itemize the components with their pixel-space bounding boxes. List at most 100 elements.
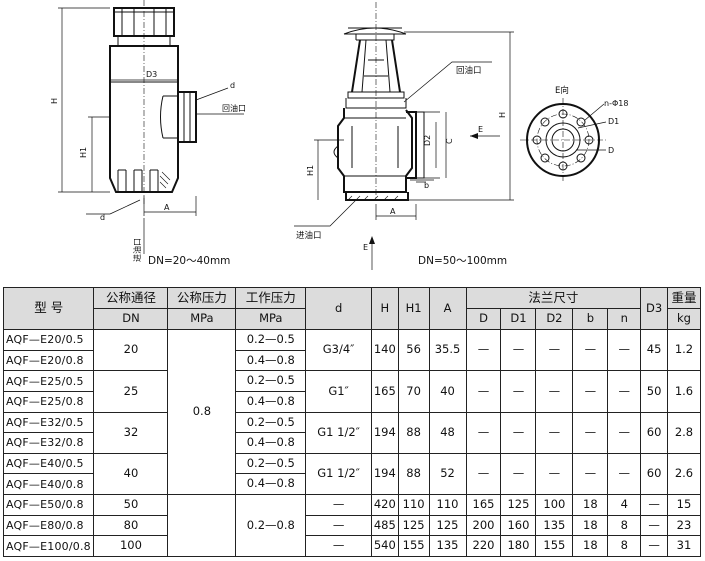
- h-cell: 485: [370, 514, 399, 537]
- model-cell: AQF—E40/0.8: [2, 473, 95, 495]
- d-cell: G1 1/2″: [305, 452, 372, 496]
- fl-n-cell: 4: [607, 494, 642, 516]
- h1-cell: 125: [397, 514, 430, 537]
- label-a-left: A: [164, 203, 170, 212]
- label-inlet-left: 进油口: [132, 238, 142, 262]
- d3-cell: 50: [640, 370, 668, 413]
- caption-left: DN=20～40mm: [148, 255, 230, 267]
- header-flange: 法兰尺寸: [465, 287, 642, 309]
- spec-table: 型 号 公称通径 公称压力 工作压力 d H H1 A 法兰尺寸 D3 重量 D…: [2, 287, 702, 557]
- technical-drawings: H H1 D3 d 回油口 A d 进油口 DN=20～40mm: [50, 0, 628, 270]
- weight-cell: 2.8: [666, 411, 702, 454]
- fl-d-cell: —: [465, 370, 502, 413]
- h1-cell: 70: [397, 370, 430, 413]
- fl-d2-cell: —: [535, 411, 574, 454]
- label-d-bottom: d: [100, 213, 105, 222]
- wp-cell: 0.2—0.5: [235, 329, 307, 351]
- fl-n-cell: —: [607, 328, 642, 372]
- model-cell: AQF—E25/0.8: [2, 390, 95, 413]
- h1-cell: 88: [397, 411, 430, 454]
- dn-cell: 20: [93, 328, 169, 372]
- a-cell: 52: [428, 452, 467, 496]
- header-row-1: 型 号 公称通径 公称压力 工作压力 d H H1 A 法兰尺寸 D3 重量: [2, 287, 702, 330]
- table-row: AQF—E20/0.5 20 0.8 0.2—0.5 G3/4″ 140 56 …: [2, 328, 702, 495]
- table-row: AQF—E40/0.8 0.4—0.8: [2, 473, 701, 495]
- wp-cell: 0.4—0.8: [235, 432, 307, 454]
- dn-cell: 100: [93, 535, 169, 557]
- weight-cell: 15: [666, 494, 702, 516]
- label-h1-right: H1: [306, 165, 315, 176]
- label-d: D: [608, 146, 614, 155]
- caption-right: DN=50～100mm: [418, 255, 507, 267]
- d-cell: G1″: [305, 370, 372, 413]
- wp-cell: 0.2—0.5: [235, 370, 307, 392]
- label-h-left: H: [50, 98, 59, 104]
- fl-n-cell: —: [607, 411, 642, 454]
- header-wp-top: 工作压力: [235, 287, 307, 309]
- header-model: 型 号: [2, 287, 95, 330]
- label-d3: D3: [146, 70, 157, 79]
- model-cell: AQF—E50/0.8: [2, 494, 95, 516]
- wp-cell: 0.4—0.8: [235, 349, 307, 372]
- weight-cell: 1.6: [666, 370, 702, 413]
- model-cell: AQF—E32/0.8: [2, 432, 95, 454]
- a-cell: 35.5: [428, 328, 467, 372]
- label-e-arrow: E: [478, 125, 483, 134]
- d3-cell: 60: [640, 411, 668, 454]
- fl-d1-cell: 180: [500, 535, 537, 557]
- dn-cell: 40: [93, 452, 169, 496]
- dn-cell: 25: [93, 370, 169, 413]
- table-row: AQF—E50/0.8 50 0.2—0.8 — 420 110 110 165…: [2, 494, 702, 557]
- a-cell: 40: [428, 370, 467, 413]
- model-cell: AQF—E20/0.5: [2, 329, 95, 351]
- wp-cell: 0.2—0.5: [235, 411, 307, 434]
- label-return-right: 回油口: [456, 65, 482, 76]
- pn-cell-empty: [167, 494, 237, 557]
- h-cell: 194: [370, 411, 399, 454]
- fl-b-cell: —: [572, 328, 609, 372]
- a-cell: 110: [428, 494, 467, 516]
- fl-n-cell: 8: [607, 514, 642, 537]
- wp-cell: 0.2—0.5: [235, 452, 307, 475]
- h1-cell: 155: [397, 535, 430, 557]
- dn-cell: 50: [93, 494, 169, 516]
- label-e-view: E向: [555, 85, 569, 96]
- label-h-right: H: [498, 112, 507, 118]
- model-cell: AQF—E32/0.5: [2, 411, 95, 434]
- label-d1: D1: [608, 117, 619, 126]
- header-weight-top: 重量: [666, 287, 702, 309]
- a-cell: 125: [428, 514, 467, 537]
- d3-cell: —: [640, 535, 668, 557]
- pn-cell: 0.8: [167, 329, 237, 495]
- fl-b-cell: 18: [572, 535, 609, 557]
- wp-cell: 0.2—0.8: [235, 494, 307, 557]
- a-cell: 48: [428, 411, 467, 454]
- wp-cell: 0.4—0.8: [235, 473, 307, 495]
- d-cell: G1 1/2″: [305, 411, 372, 454]
- label-inlet-right: 进油口: [296, 230, 322, 241]
- h1-cell: 110: [397, 494, 430, 516]
- label-c: C: [445, 138, 454, 144]
- dn-cell: 32: [93, 411, 169, 454]
- fl-b-cell: —: [572, 411, 609, 454]
- flange-view-drawing: E向 n-Φ18 D1 D: [520, 85, 628, 182]
- fl-d2-cell: 100: [535, 494, 574, 516]
- fl-d1-cell: —: [500, 370, 537, 413]
- header-fl-n: n: [607, 308, 642, 330]
- header-d: d: [305, 287, 372, 330]
- fl-d1-cell: 160: [500, 514, 537, 537]
- model-cell: AQF—E20/0.8: [2, 349, 95, 372]
- h-cell: 194: [370, 452, 399, 496]
- table-row: AQF—E40/0.5 40 0.2—0.5 G1 1/2″ 194 88 52…: [2, 452, 702, 496]
- fl-n-cell: —: [607, 452, 642, 496]
- fl-b-cell: 18: [572, 494, 609, 516]
- d-cell: —: [305, 514, 372, 537]
- h-cell: 165: [370, 370, 399, 413]
- header-pn-top: 公称压力: [167, 287, 237, 309]
- label-h1-left: H1: [79, 147, 88, 158]
- fl-d1-cell: —: [500, 328, 537, 372]
- header-a: A: [428, 287, 467, 330]
- d-cell: G3/4″: [305, 328, 372, 372]
- d3-cell: 45: [640, 328, 668, 372]
- large-valve-drawing: 回油口 D2 C E b H H1 A 进油口 E DN=50～100mm: [294, 2, 514, 270]
